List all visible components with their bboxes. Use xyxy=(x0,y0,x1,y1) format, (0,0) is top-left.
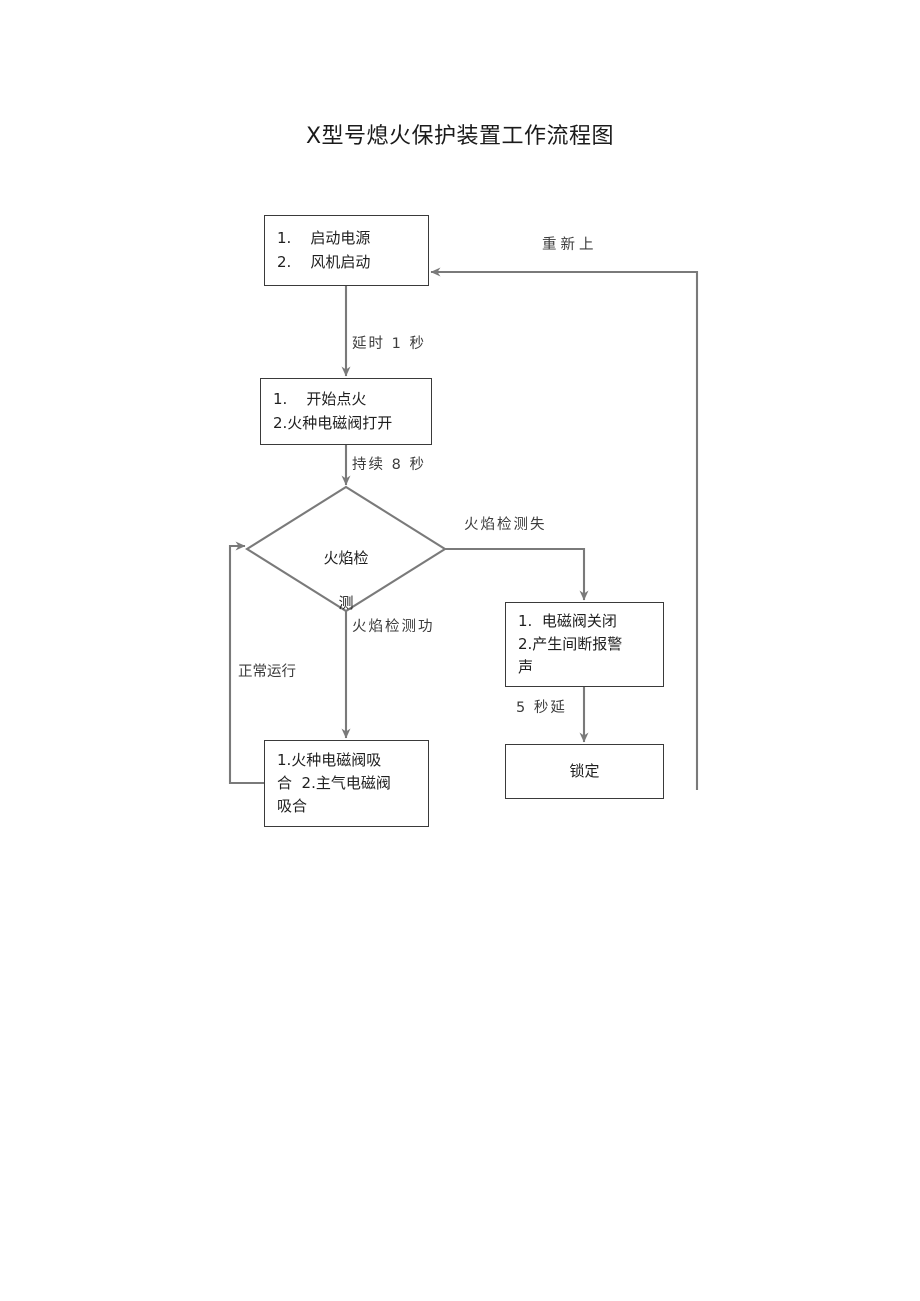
node-ignite: 1. 开始点火 2.火种电磁阀打开 xyxy=(260,378,432,445)
node-alarm-line-2: 2.产生间断报警 xyxy=(518,634,623,653)
node-valves-line-2: 合 2.主气电磁阀 xyxy=(277,773,391,792)
node-alarm-line-3: 声 xyxy=(518,658,534,677)
node-lock: 锁定 xyxy=(505,744,664,799)
edge-label-flame-success: 火焰检测功 xyxy=(352,619,435,635)
edge-label-normal-run: 正常运行 xyxy=(238,664,296,680)
node-flame-detect-label: 火焰检 测 xyxy=(296,524,396,637)
page-title: X型号熄火保护装置工作流程图 xyxy=(305,124,615,149)
node-start: 1. 启动电源 2. 风机启动 xyxy=(264,215,429,286)
node-valves-line-1: 1.火种电磁阀吸 xyxy=(277,750,382,769)
node-valves-line-3: 吸合 xyxy=(277,797,308,816)
edge-label-restart-up: 重新上 xyxy=(542,237,598,253)
node-start-line-2: 2. 风机启动 xyxy=(277,252,371,271)
node-flame-detect-line-2: 测 xyxy=(338,593,354,612)
node-flame-detect-line-1: 火焰检 xyxy=(323,548,369,567)
edge-label-duration-8s: 持续 8 秒 xyxy=(352,457,426,473)
node-start-line-1: 1. 启动电源 xyxy=(277,229,371,248)
node-alarm-line-1: 1. 电磁阀关闭 xyxy=(518,611,617,630)
edge-detect-to-alarm xyxy=(445,547,589,601)
edge-label-flame-fail: 火焰检测失 xyxy=(464,517,547,533)
edge-label-delay-1s: 延时 1 秒 xyxy=(352,336,426,352)
edge-valves-to-detect-loop xyxy=(228,541,264,785)
flame-detect-diamond xyxy=(245,485,447,613)
node-ignite-line-1: 1. 开始点火 xyxy=(273,390,367,409)
node-valves-engage: 1.火种电磁阀吸 合 2.主气电磁阀 吸合 xyxy=(264,740,429,827)
edge-label-delay-5s: 5 秒延 xyxy=(516,700,567,716)
edge-lock-to-start-loop xyxy=(430,267,699,790)
node-ignite-line-2: 2.火种电磁阀打开 xyxy=(273,413,393,432)
node-lock-line-1: 锁定 xyxy=(569,761,600,780)
node-valve-close-alarm: 1. 电磁阀关闭 2.产生间断报警 声 xyxy=(505,602,664,687)
